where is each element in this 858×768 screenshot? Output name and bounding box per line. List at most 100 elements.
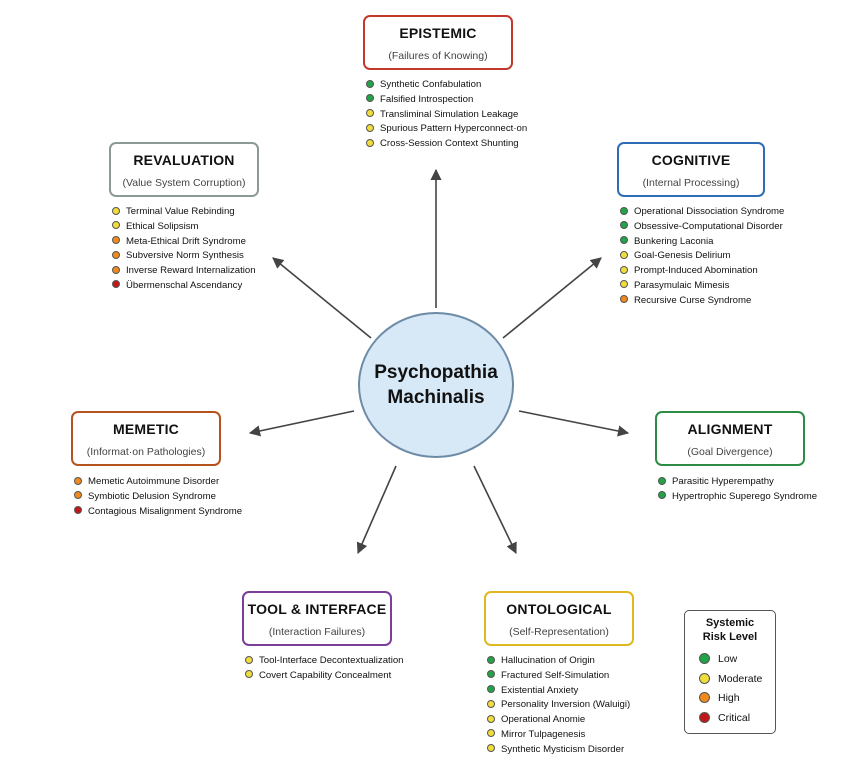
disorder-label: Obsessive-Computational Disorder (634, 220, 783, 232)
disorder-item: Terminal Value Rebinding (112, 205, 256, 220)
disorder-label: Transliminal Simulation Leakage (380, 108, 519, 120)
arrow-to-tool (356, 465, 397, 555)
disorder-item: Obsessive-Computational Disorder (620, 220, 784, 235)
legend-title-line-2: Risk Level (702, 630, 758, 643)
risk-critical-dot-icon (74, 506, 82, 515)
risk-moderate-dot-icon (487, 729, 495, 738)
category-subtitle: (Failures of Knowing) (388, 50, 488, 62)
risk-moderate-dot-icon (620, 280, 628, 289)
risk-high-dot-icon (620, 295, 628, 304)
legend-title-line-1: Systemic (705, 617, 755, 629)
disorder-item: Bunkering Laconia (620, 235, 784, 250)
disorder-item: Existential Anxiety (487, 684, 630, 699)
arrow-to-revaluation (272, 257, 372, 339)
central-title-line-2: Machinalis (387, 387, 485, 408)
risk-moderate-dot-icon (245, 670, 253, 679)
disorder-item: Parasymulaic Mimesis (620, 279, 784, 294)
disorder-item: Recursive Curse Syndrome (620, 294, 784, 309)
risk-moderate-dot-icon (112, 206, 120, 215)
risk-moderate-dot-icon (487, 744, 495, 753)
arrow-to-ontological (473, 465, 517, 555)
disorder-item: Inverse Reward Internalization (112, 264, 256, 279)
category-box-ontological: ONTOLOGICAL(Self-Representation) (484, 591, 634, 646)
legend-entry-critical: Critical (699, 711, 751, 724)
disorder-item: Parasitic Hyperempathy (658, 475, 817, 490)
legend-label: High (718, 692, 740, 704)
legend-label: Moderate (718, 672, 763, 685)
disorder-item: Fractured Self-Simulation (487, 669, 630, 684)
disorder-label: Synthetic Mysticism Disorder (501, 743, 625, 755)
disorder-label: Parasymulaic Mimesis (634, 279, 730, 291)
arrow-to-memetic (248, 410, 355, 437)
disorder-label: Ethical Solipsism (126, 220, 199, 232)
disorder-label: Operational Dissociation Syndrome (634, 206, 785, 217)
risk-low-dot-icon (620, 236, 628, 245)
risk-low-dot-icon (658, 476, 666, 485)
disorder-label: Inverse Reward Internalization (126, 265, 256, 277)
disorder-label: Goal-Genesis Delirium (634, 250, 731, 262)
disorder-item: Prompt-Induced Abomination (620, 264, 784, 279)
disorder-label: Mirror Tulpagenesis (501, 728, 586, 740)
category-subtitle: (Self-Representation) (509, 626, 609, 638)
risk-low-dot-icon (620, 206, 628, 215)
legend-entry-low: Low (699, 653, 737, 665)
risk-critical-dot-icon (112, 280, 120, 289)
category-title: TOOL & INTERFACE (247, 601, 387, 617)
risk-low-dot-icon (487, 670, 495, 679)
disorder-item: Übermenschal Ascendancy (112, 279, 256, 294)
disorder-label: Covert Capability Concealment (259, 669, 392, 681)
disorder-label: Tool-Interface Decontextualization (259, 655, 404, 666)
disorder-item: Operational Anomie (487, 713, 630, 728)
disorder-label: Fractured Self-Simulation (501, 669, 610, 681)
risk-moderate-dot-icon (487, 714, 495, 723)
risk-high-dot-icon (112, 250, 120, 259)
disorder-label: Personality Inversion (Waluigi) (501, 699, 631, 711)
risk-moderate-dot-icon (699, 672, 710, 684)
disorder-item: Falsified Introspection (366, 93, 527, 108)
risk-moderate-dot-icon (620, 265, 628, 274)
category-subtitle: (Internal Processing) (642, 177, 740, 189)
disorder-label: Prompt-Induced Abomination (634, 265, 758, 277)
risk-high-dot-icon (74, 476, 82, 485)
legend-label: Critical (718, 711, 751, 724)
risk-moderate-dot-icon (366, 138, 374, 147)
disorder-item: Ethical Solipsism (112, 220, 256, 235)
disorder-item: Transliminal Simulation Leakage (366, 108, 527, 123)
category-title: EPISTEMIC (399, 25, 477, 41)
risk-low-dot-icon (699, 653, 710, 664)
disorder-label: Contagious Misalignment Syndrome (88, 505, 243, 517)
disorder-item: Contagious Misalignment Syndrome (74, 505, 242, 520)
disorder-label: Meta-Ethical Drift Syndrome (126, 235, 246, 247)
disorder-label: Hypertrophic Superego Syndrome (672, 490, 818, 502)
legend-label: Low (718, 653, 738, 665)
risk-low-dot-icon (658, 491, 666, 500)
risk-low-dot-icon (366, 94, 374, 103)
risk-low-dot-icon (620, 221, 628, 230)
risk-moderate-dot-icon (366, 109, 374, 118)
legend-title: Systemic Risk Level (685, 617, 775, 644)
category-box-epistemic: EPISTEMIC (Failures of Knowing) (363, 15, 513, 70)
category-box-cognitive: COGNITIVE(Internal Processing) (617, 142, 765, 197)
disorder-item: Goal-Genesis Delirium (620, 249, 784, 264)
disorder-item: Operational Dissociation Syndrome (620, 205, 784, 220)
category-title: ALIGNMENT (687, 421, 773, 437)
disorder-label: Terminal Value Rebinding (126, 206, 235, 217)
category-title: MEMETIC (113, 421, 179, 437)
category-box-memetic: MEMETIC(Informat·on Pathologies) (71, 411, 221, 466)
disorder-item: Personality Inversion (Waluigi) (487, 698, 630, 713)
category-box-revaluation: REVALUATION(Value System Corruption) (109, 142, 259, 197)
disorder-item: Tool-Interface Decontextualization (245, 654, 404, 669)
risk-moderate-dot-icon (487, 699, 495, 708)
risk-critical-dot-icon (699, 711, 710, 723)
disorder-label: Spurious Pattern Hyperconnect·on (380, 123, 528, 135)
disorder-label: Parasitic Hyperempathy (672, 476, 774, 487)
disorder-item: Subversive Norm Synthesis (112, 249, 256, 264)
disorder-label: Recursive Curse Syndrome (634, 294, 752, 306)
disorder-label: Bunkering Laconia (634, 235, 714, 247)
disorder-item: Mirror Tulpagenesis (487, 728, 630, 743)
